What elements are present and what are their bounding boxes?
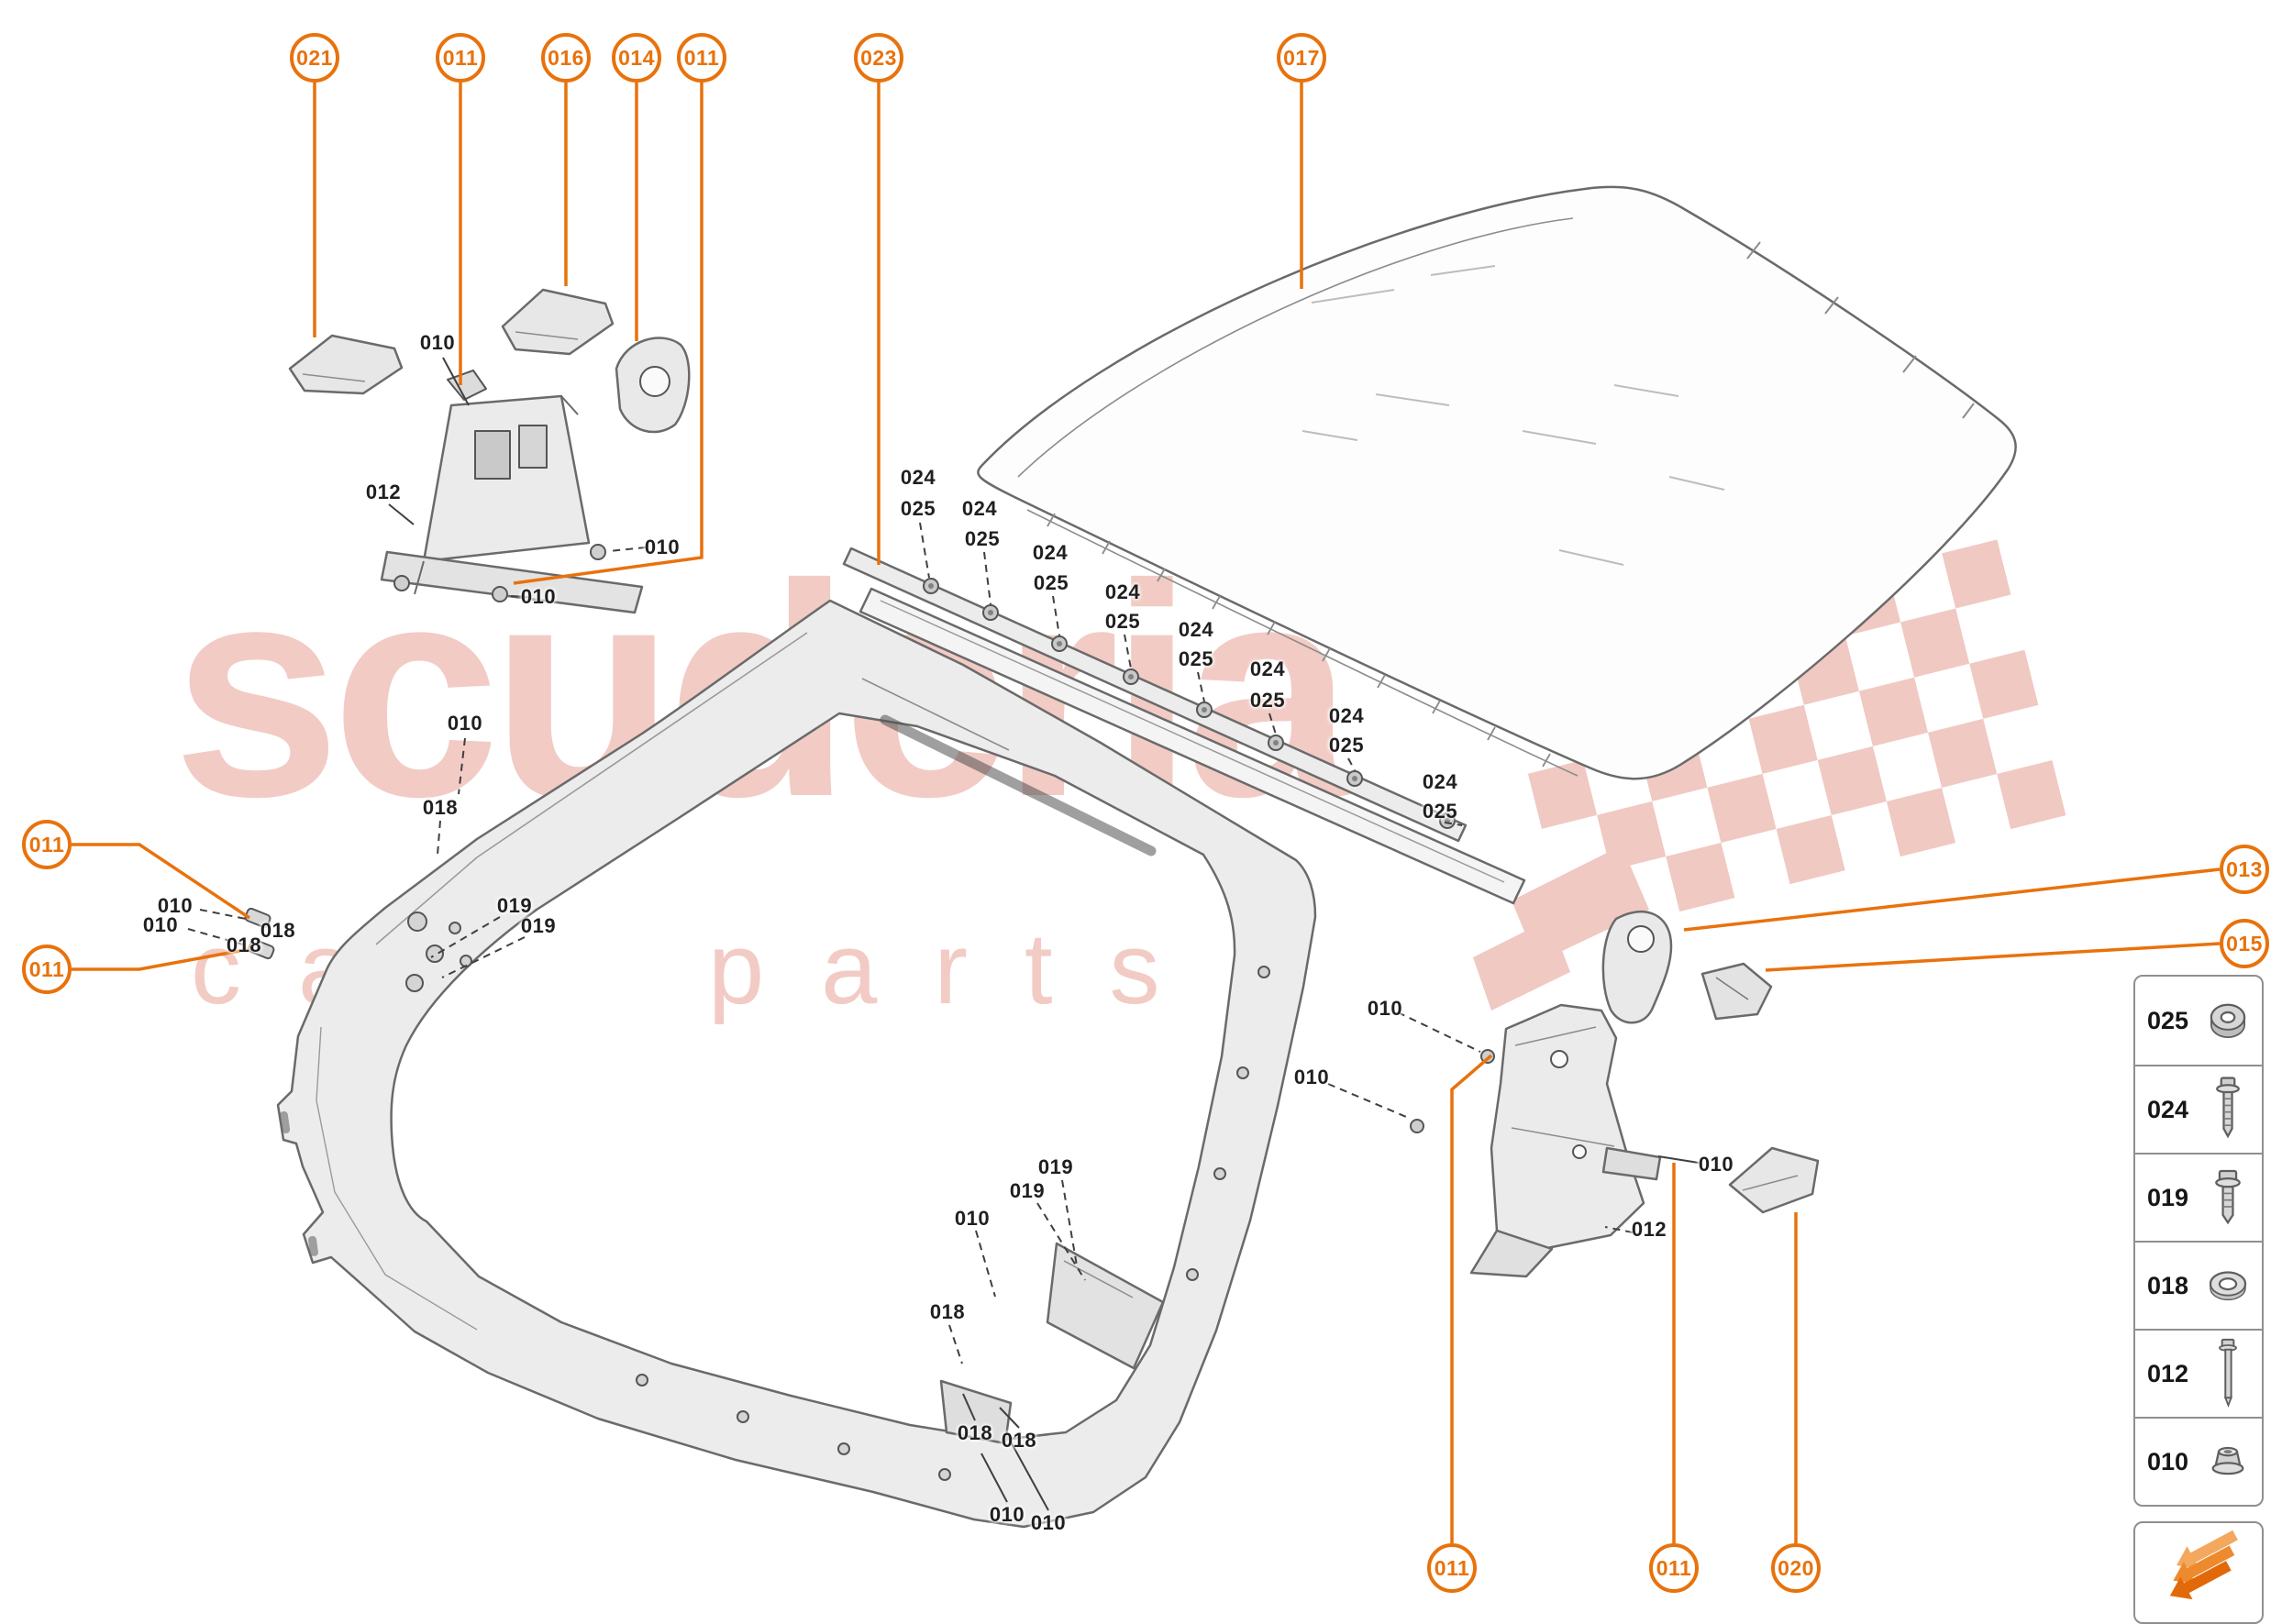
long-bolt-icon <box>2201 1337 2254 1410</box>
callout-011-f[interactable]: 011 <box>1649 1543 1699 1593</box>
part-label-024: 024 <box>1178 618 1214 641</box>
legend-code: 012 <box>2147 1359 2189 1387</box>
part-label-010: 010 <box>954 1207 991 1230</box>
part-label-024: 024 <box>900 466 936 489</box>
direction-arrows-icon <box>2147 1530 2250 1612</box>
part-label-025: 025 <box>964 527 1001 550</box>
part-label-010: 010 <box>419 331 456 354</box>
part-label-025: 025 <box>900 497 936 520</box>
part-label-018: 018 <box>226 934 262 956</box>
legend-item-019[interactable]: 019 <box>2135 1153 2262 1241</box>
part-label-010: 010 <box>520 585 557 608</box>
legend-code: 019 <box>2147 1183 2189 1211</box>
callout-015[interactable]: 015 <box>2220 919 2269 968</box>
flange-bolt-icon <box>2201 1073 2254 1146</box>
callout-011-d[interactable]: 011 <box>22 945 72 994</box>
hex-bolt-icon <box>2201 1161 2254 1234</box>
legend-item-024[interactable]: 024 <box>2135 1065 2262 1153</box>
fasteners-legend: 025 024 019 018 012 010 <box>2133 975 2264 1624</box>
part-label-010: 010 <box>1030 1511 1067 1534</box>
part-label-024: 024 <box>1104 580 1141 603</box>
callout-020[interactable]: 020 <box>1771 1543 1821 1593</box>
legend-code: 024 <box>2147 1095 2189 1123</box>
callout-023[interactable]: 023 <box>854 33 903 83</box>
part-label-010: 010 <box>447 712 483 735</box>
part-label-019: 019 <box>1009 1179 1046 1202</box>
part-label-024: 024 <box>1249 657 1286 680</box>
legend-item-010[interactable]: 010 <box>2135 1417 2262 1505</box>
legend-item-025[interactable]: 025 <box>2135 977 2262 1065</box>
part-label-024: 024 <box>1328 704 1365 727</box>
callout-011-a[interactable]: 011 <box>436 33 485 83</box>
legend-code: 010 <box>2147 1447 2189 1475</box>
part-label-010: 010 <box>644 536 681 558</box>
callout-021[interactable]: 021 <box>290 33 339 83</box>
part-label-025: 025 <box>1104 610 1141 633</box>
part-label-018: 018 <box>1001 1429 1037 1452</box>
legend-code: 025 <box>2147 1006 2189 1034</box>
part-label-010: 010 <box>142 913 179 936</box>
part-label-010: 010 <box>1698 1153 1734 1176</box>
callout-014[interactable]: 014 <box>612 33 661 83</box>
legend-item-018[interactable]: 018 <box>2135 1241 2262 1329</box>
part-label-010: 010 <box>989 1503 1025 1526</box>
legend-item-012[interactable]: 012 <box>2135 1329 2262 1417</box>
part-label-024: 024 <box>961 497 998 520</box>
legend-items: 025 024 019 018 012 010 <box>2133 975 2264 1507</box>
part-label-025: 025 <box>1249 689 1286 712</box>
part-label-024: 024 <box>1422 770 1458 793</box>
part-label-019: 019 <box>520 914 557 937</box>
assembly-direction-cell[interactable] <box>2133 1521 2264 1624</box>
part-label-025: 025 <box>1033 571 1069 594</box>
part-label-025: 025 <box>1178 647 1214 670</box>
callout-013[interactable]: 013 <box>2220 845 2269 894</box>
part-label-012: 012 <box>365 481 402 503</box>
part-label-018: 018 <box>260 919 296 942</box>
flange-nut-icon <box>2201 1425 2254 1498</box>
callout-011-b[interactable]: 011 <box>677 33 726 83</box>
callout-017[interactable]: 017 <box>1277 33 1326 83</box>
part-label-010: 010 <box>1367 997 1403 1020</box>
part-label-025: 025 <box>1328 734 1365 757</box>
part-label-012: 012 <box>1631 1218 1667 1241</box>
part-label-018: 018 <box>422 796 459 819</box>
part-label-018: 018 <box>957 1421 993 1444</box>
part-label-018: 018 <box>929 1300 966 1323</box>
callout-016[interactable]: 016 <box>541 33 591 83</box>
part-label-024: 024 <box>1032 541 1069 564</box>
part-label-019: 019 <box>1037 1155 1074 1178</box>
part-label-025: 025 <box>1422 800 1458 823</box>
legend-code: 018 <box>2147 1271 2189 1299</box>
flat-washer-icon <box>2201 1249 2254 1322</box>
callout-011-c[interactable]: 011 <box>22 820 72 869</box>
thick-washer-icon <box>2201 984 2254 1057</box>
part-label-010: 010 <box>1293 1066 1330 1088</box>
callout-011-e[interactable]: 011 <box>1427 1543 1477 1593</box>
